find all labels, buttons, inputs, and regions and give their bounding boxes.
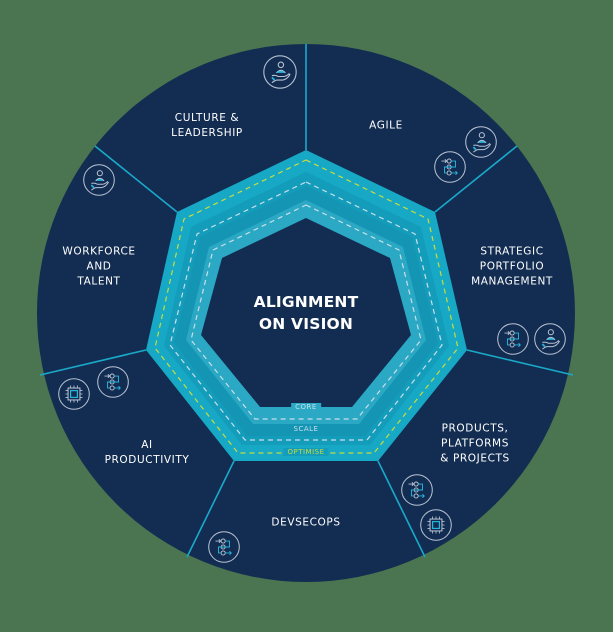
segment-ai-productivity: AI PRODUCTIVITY [104, 439, 190, 466]
workflow-icon [430, 147, 470, 187]
ring-label-scale: SCALE [289, 425, 323, 433]
workflow-icon [493, 319, 533, 359]
chip-icon [54, 374, 94, 414]
center-title: ALIGNMENT ON VISION [253, 293, 359, 333]
segment-workforce-talent: WORKFORCE AND TALENT [62, 245, 136, 288]
scale-dash [169, 181, 443, 441]
ring-label-optimise: OPTIMISE [283, 448, 329, 456]
segment-strategic-portfolio-management: STRATEGIC PORTFOLIO MANAGEMENT [471, 245, 553, 288]
people-care-icon [79, 160, 119, 200]
workflow-icon [204, 527, 244, 567]
chip-icon [416, 505, 456, 545]
workflow-icon [93, 362, 133, 402]
people-care-icon [260, 52, 300, 92]
segment-products-platforms-projects: PRODUCTS, PLATFORMS & PROJECTS [440, 422, 510, 465]
center-heptagon [201, 218, 411, 407]
people-care-icon [530, 319, 570, 359]
workflow-icon [397, 470, 437, 510]
segment-dividers [39, 44, 574, 558]
segment-devsecops: DEVSECOPS [271, 516, 341, 529]
segment-agile: AGILE [369, 119, 403, 132]
segment-culture-leadership: CULTURE & LEADERSHIP [171, 112, 243, 139]
core-dash [190, 204, 422, 420]
ring-label-core: CORE [291, 403, 321, 411]
